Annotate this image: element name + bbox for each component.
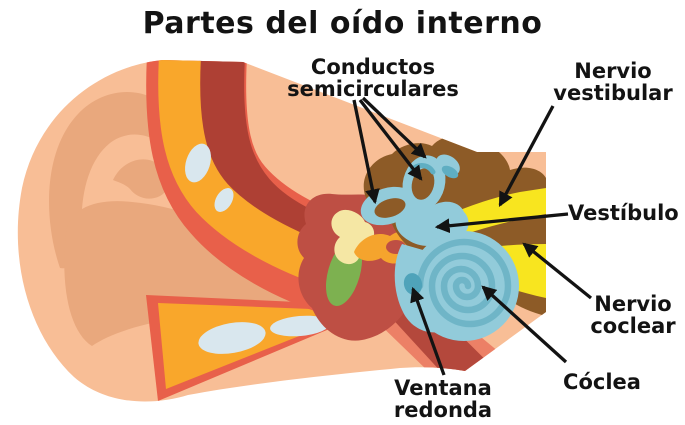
label-nervio-vestibular: Nervio vestibular bbox=[542, 60, 684, 104]
earwax-blob bbox=[270, 315, 330, 337]
diagram-title: Partes del oído interno bbox=[142, 6, 543, 41]
label-line: redonda bbox=[393, 398, 493, 422]
label-coclea: Cóclea bbox=[542, 371, 662, 393]
label-line: Ventana bbox=[394, 376, 492, 400]
label-line: coclear bbox=[590, 314, 676, 338]
label-line: vestibular bbox=[553, 81, 673, 105]
canal-loop-hole bbox=[374, 198, 406, 218]
label-line: semicirculares bbox=[287, 77, 459, 101]
label-line: Nervio bbox=[574, 59, 652, 83]
arrow-conductos-1 bbox=[352, 99, 380, 205]
ear-canal bbox=[158, 60, 341, 288]
arrow-coclea bbox=[481, 285, 568, 364]
earwax-blob bbox=[198, 322, 266, 354]
cochlea-spiral bbox=[416, 238, 512, 328]
arrow-conductos-2 bbox=[358, 98, 423, 181]
label-ventana-redonda: Ventana redonda bbox=[373, 377, 513, 421]
earwax-blob bbox=[185, 143, 211, 183]
arrow-nervio-coclear bbox=[522, 242, 593, 300]
arrow-conductos-3 bbox=[361, 96, 427, 159]
label-conductos-semicirculares: Conductos semicirculares bbox=[263, 56, 483, 100]
arrow-nervio-vestibular bbox=[498, 105, 555, 207]
label-line: Nervio bbox=[594, 292, 672, 316]
ear-antihelix-shade bbox=[113, 159, 169, 199]
label-vestibulo: Vestíbulo bbox=[568, 202, 685, 224]
arrow-ventana-redonda bbox=[410, 286, 446, 376]
label-line: Cóclea bbox=[563, 370, 641, 394]
canal-teal-accent bbox=[441, 165, 459, 179]
label-line: Conductos bbox=[310, 55, 436, 79]
annotation-arrows bbox=[352, 96, 593, 376]
label-nervio-coclear: Nervio coclear bbox=[563, 293, 685, 337]
label-line: Vestíbulo bbox=[568, 201, 679, 225]
arrow-vestibulo bbox=[434, 212, 569, 234]
earwax-blob bbox=[214, 188, 234, 212]
